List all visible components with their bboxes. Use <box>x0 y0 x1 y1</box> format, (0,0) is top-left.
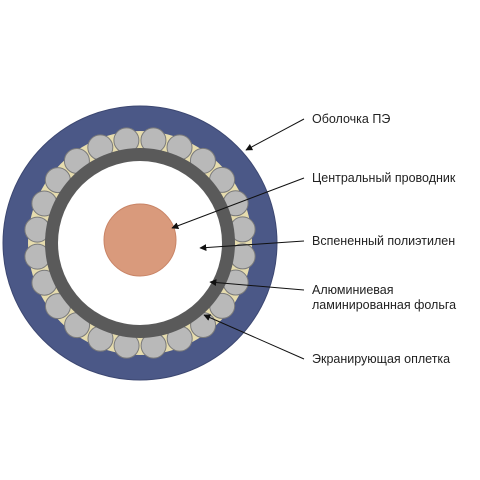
leader-braid <box>203 314 305 360</box>
leader-conductor <box>171 177 305 230</box>
leader-dielectric <box>199 240 305 252</box>
label-center-conductor: Центральный проводник <box>312 171 456 185</box>
leader-jacket <box>245 118 305 151</box>
cable-cross-section <box>2 105 278 381</box>
part-labels: Оболочка ПЭ Центральный проводник Вспене… <box>312 112 456 366</box>
label-dielectric: Вспененный полиэтилен <box>312 234 455 248</box>
center-conductor <box>103 203 177 277</box>
label-jacket: Оболочка ПЭ <box>312 112 390 126</box>
label-foil: Алюминиевая ламинированная фольга <box>312 283 456 312</box>
leader-lines <box>171 118 305 360</box>
leader-foil <box>209 279 305 291</box>
label-braid: Экранирующая оплетка <box>312 352 450 366</box>
